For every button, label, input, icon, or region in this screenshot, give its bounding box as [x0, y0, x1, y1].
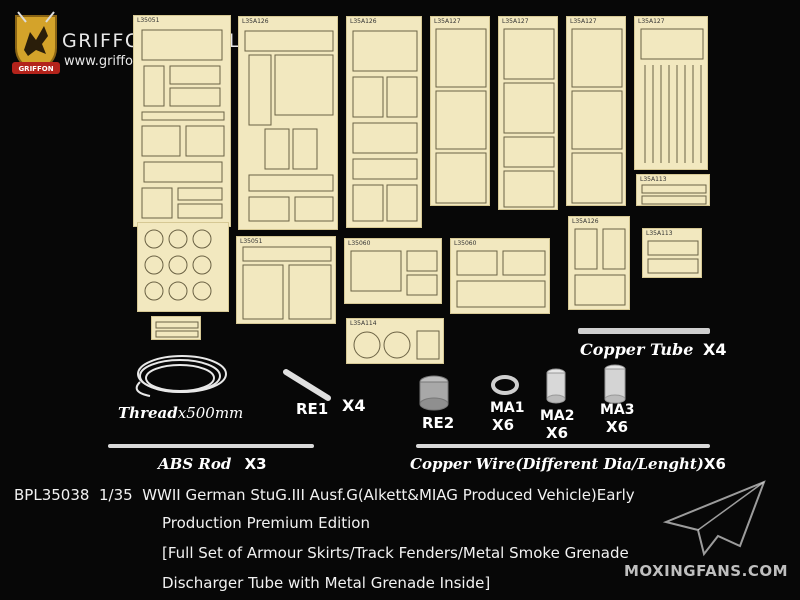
- product-code: BPL35038: [14, 486, 90, 504]
- fret-code: L35051: [137, 17, 160, 24]
- fret-parts-icon: [350, 250, 438, 296]
- thread-length: x500mm: [177, 404, 244, 422]
- fret-armour-skirt: L35A127: [566, 16, 626, 206]
- fret-photoetch: L35A126: [346, 16, 422, 228]
- fret-parts-icon: [144, 229, 212, 301]
- fret-parts-icon: [640, 28, 704, 163]
- ma3-tube-icon: [604, 364, 626, 404]
- fret-parts-icon: [647, 240, 699, 274]
- fret-parts-icon: [456, 250, 546, 308]
- fret-code: L35A126: [350, 18, 377, 25]
- fret-code: L35060: [348, 240, 371, 247]
- thread-label: Thread: [118, 404, 178, 422]
- fret-parts-icon: [571, 28, 623, 204]
- fret-photoetch: L35A126: [238, 16, 338, 230]
- fret-photoetch: L35060: [450, 238, 550, 314]
- logo-badge-text: GRIFFON: [18, 65, 53, 73]
- fret-code: L35A114: [350, 320, 377, 327]
- ma2-label: MA2: [540, 408, 575, 424]
- copper-wire-label: Copper Wire: [410, 455, 516, 473]
- abs-rod-qty: X3: [244, 455, 267, 473]
- fret-photoetch: L35A113: [636, 174, 710, 206]
- fret-parts-icon: [641, 184, 707, 205]
- fret-parts-icon: [244, 30, 334, 222]
- fret-parts-icon: [353, 330, 440, 360]
- fret-photoetch: L35A127: [634, 16, 708, 170]
- fret-parts-icon: [435, 28, 487, 204]
- copper-wire-icon: [416, 444, 710, 448]
- fret-photoetch: L35051: [236, 236, 336, 324]
- ma2-qty: X6: [546, 424, 569, 442]
- fret-parts-icon: [155, 321, 199, 338]
- product-title-line4: Discharger Tube with Metal Grenade Insid…: [162, 574, 491, 592]
- fret-code: L35A127: [502, 18, 529, 25]
- watermark-text: MOXINGFANS.COM: [623, 562, 788, 580]
- fret-photoetch: L35A113: [642, 228, 702, 278]
- abs-rod-label: ABS Rod: [158, 455, 232, 473]
- re2-part-icon: [419, 375, 449, 411]
- product-scale: 1/35: [98, 486, 133, 504]
- fret-parts-icon: [503, 28, 555, 208]
- re1-qty: X4: [342, 396, 366, 415]
- fret-photoetch: L35051: [133, 15, 231, 227]
- copper-tube-icon: [578, 328, 710, 334]
- paper-plane-watermark-icon: [662, 480, 766, 557]
- re1-label: RE1: [296, 400, 329, 418]
- product-title-line2: Production Premium Edition: [162, 514, 370, 532]
- copper-wire-note: (Different Dia/Lenght): [515, 455, 704, 473]
- fret-parts-icon: [242, 246, 332, 320]
- fret-armour-skirt: L35A127: [498, 16, 558, 210]
- fret-code: L35A127: [434, 18, 461, 25]
- fret-photoetch: L35060: [344, 238, 442, 304]
- griffon-logo-icon: GRIFFON: [12, 11, 60, 74]
- copper-wire-qty: X6: [703, 455, 726, 473]
- fret-parts-icon: [141, 29, 225, 219]
- ma1-qty: X6: [492, 416, 515, 434]
- thread-coil-icon: [135, 355, 227, 397]
- ma3-qty: X6: [606, 418, 629, 436]
- product-title-line1: WWII German StuG.III Ausf.G(Alkett&MIAG …: [142, 486, 635, 504]
- re2-label: RE2: [422, 414, 455, 432]
- fret-parts-icon: [352, 30, 418, 222]
- fret-parts-icon: [574, 228, 626, 306]
- fret-code: L35A126: [242, 18, 269, 25]
- fret-code: L35051: [240, 238, 263, 245]
- abs-rod-icon: [108, 444, 314, 448]
- ma1-label: MA1: [490, 400, 525, 416]
- product-title-line3: [Full Set of Armour Skirts/Track Fenders…: [162, 544, 629, 562]
- ma1-ring-icon: [491, 375, 519, 395]
- fret-photoetch: L35A126: [568, 216, 630, 310]
- fret-armour-skirt: L35A127: [430, 16, 490, 206]
- copper-tube-qty: X4: [702, 340, 727, 359]
- re1-rod-icon: [283, 369, 331, 401]
- fret-code: L35A127: [638, 18, 665, 25]
- fret-photoetch: [137, 222, 229, 312]
- fret-photoetch: [151, 316, 201, 340]
- ma3-label: MA3: [600, 402, 635, 418]
- fret-code: L35A113: [640, 176, 667, 183]
- fret-code: L35060: [454, 240, 477, 247]
- copper-tube-label: Copper Tube: [580, 340, 694, 359]
- ma2-grenade-icon: [546, 368, 566, 404]
- fret-code: L35A113: [646, 230, 673, 237]
- fret-code: L35A126: [572, 218, 599, 225]
- fret-photoetch: L35A114: [346, 318, 444, 364]
- fret-code: L35A127: [570, 18, 597, 25]
